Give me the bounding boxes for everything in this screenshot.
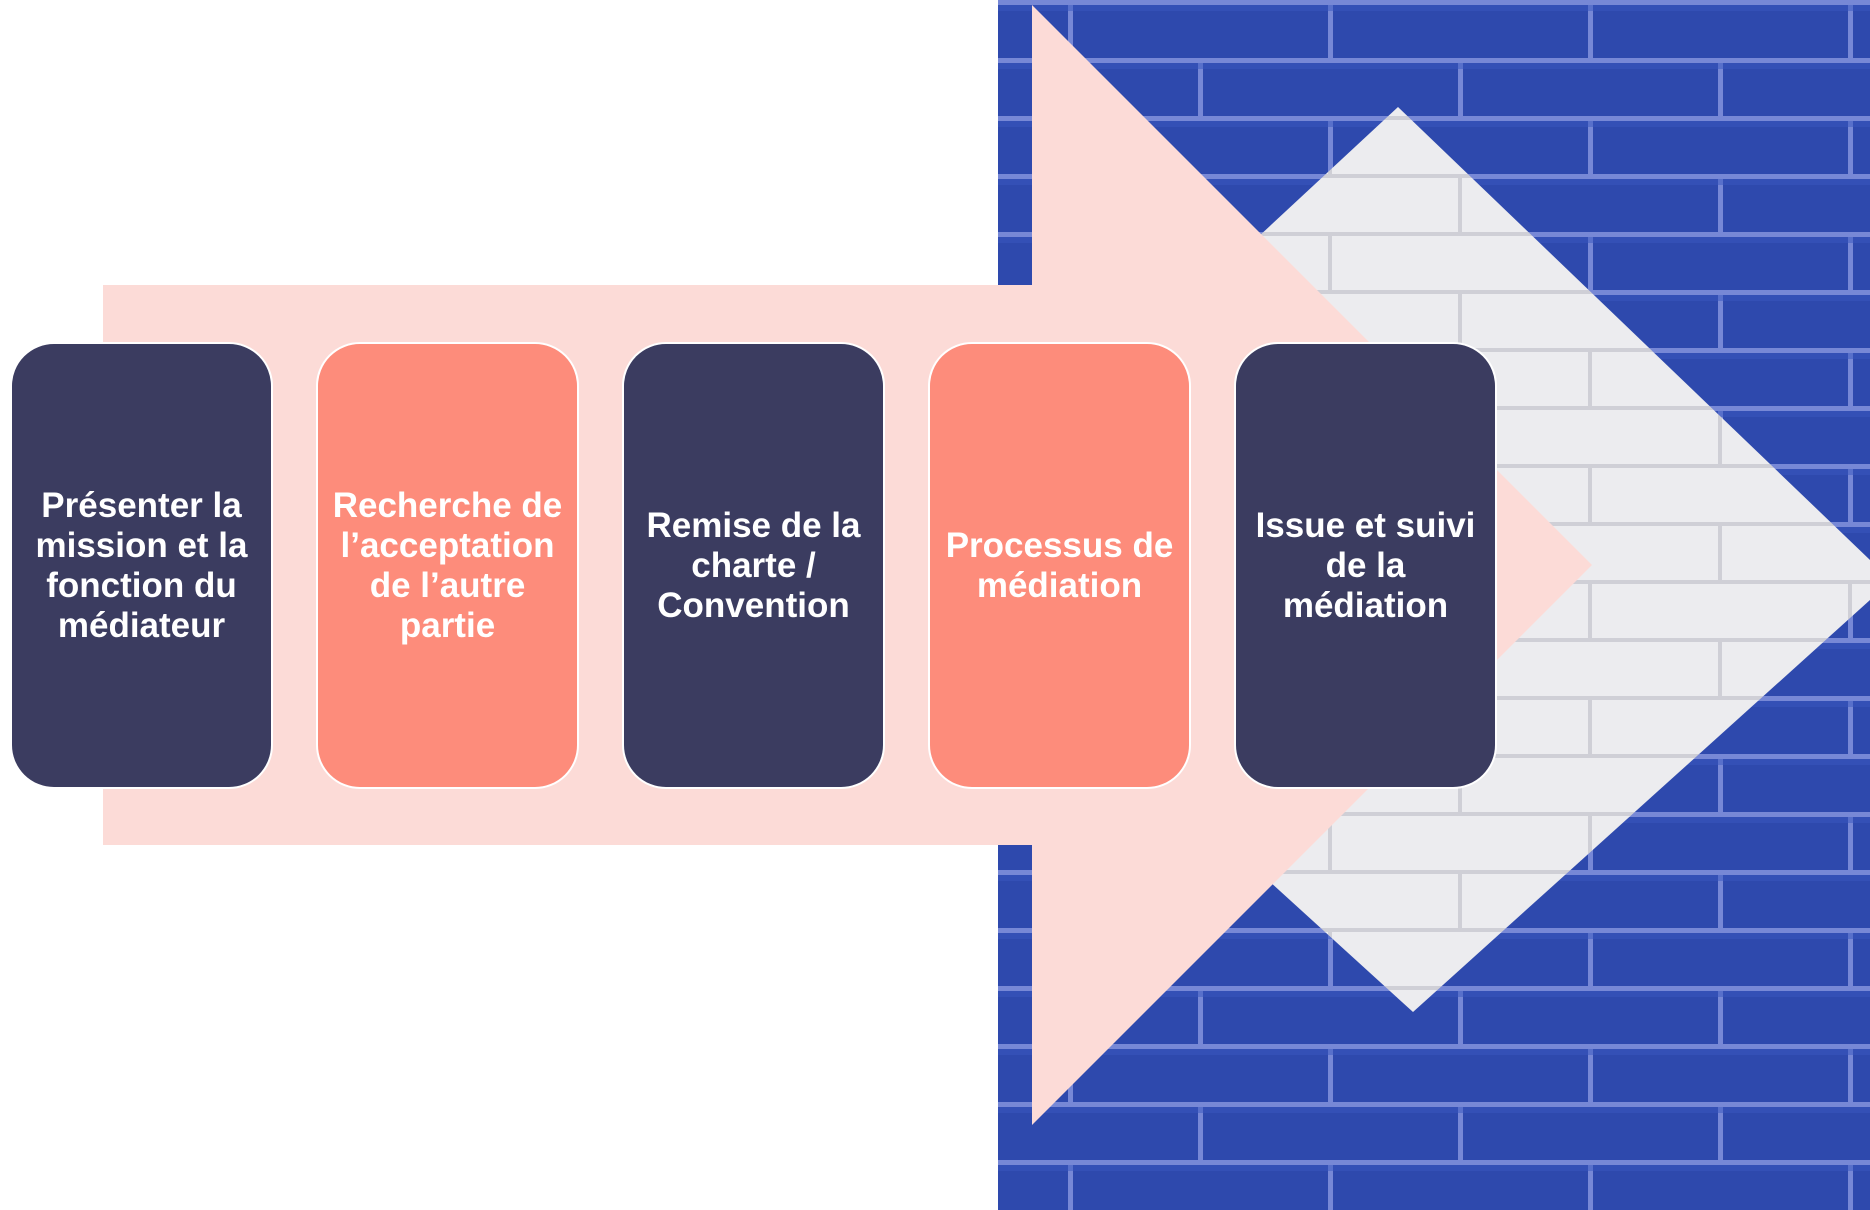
- step-2: Recherche de l’acceptation de l’autre pa…: [316, 342, 579, 789]
- step-1-label: Présenter la mission et la fonction du m…: [35, 485, 248, 645]
- step-4-label: Processus de médiation: [945, 525, 1174, 605]
- step-3-label: Remise de la charte / Convention: [646, 505, 861, 625]
- step-1: Présenter la mission et la fonction du m…: [10, 342, 273, 789]
- step-5-label: Issue et suivi de la médiation: [1255, 505, 1476, 625]
- step-3: Remise de la charte / Convention: [622, 342, 885, 789]
- step-2-label: Recherche de l’acceptation de l’autre pa…: [332, 485, 563, 645]
- step-4: Processus de médiation: [928, 342, 1191, 789]
- step-5: Issue et suivi de la médiation: [1234, 342, 1497, 789]
